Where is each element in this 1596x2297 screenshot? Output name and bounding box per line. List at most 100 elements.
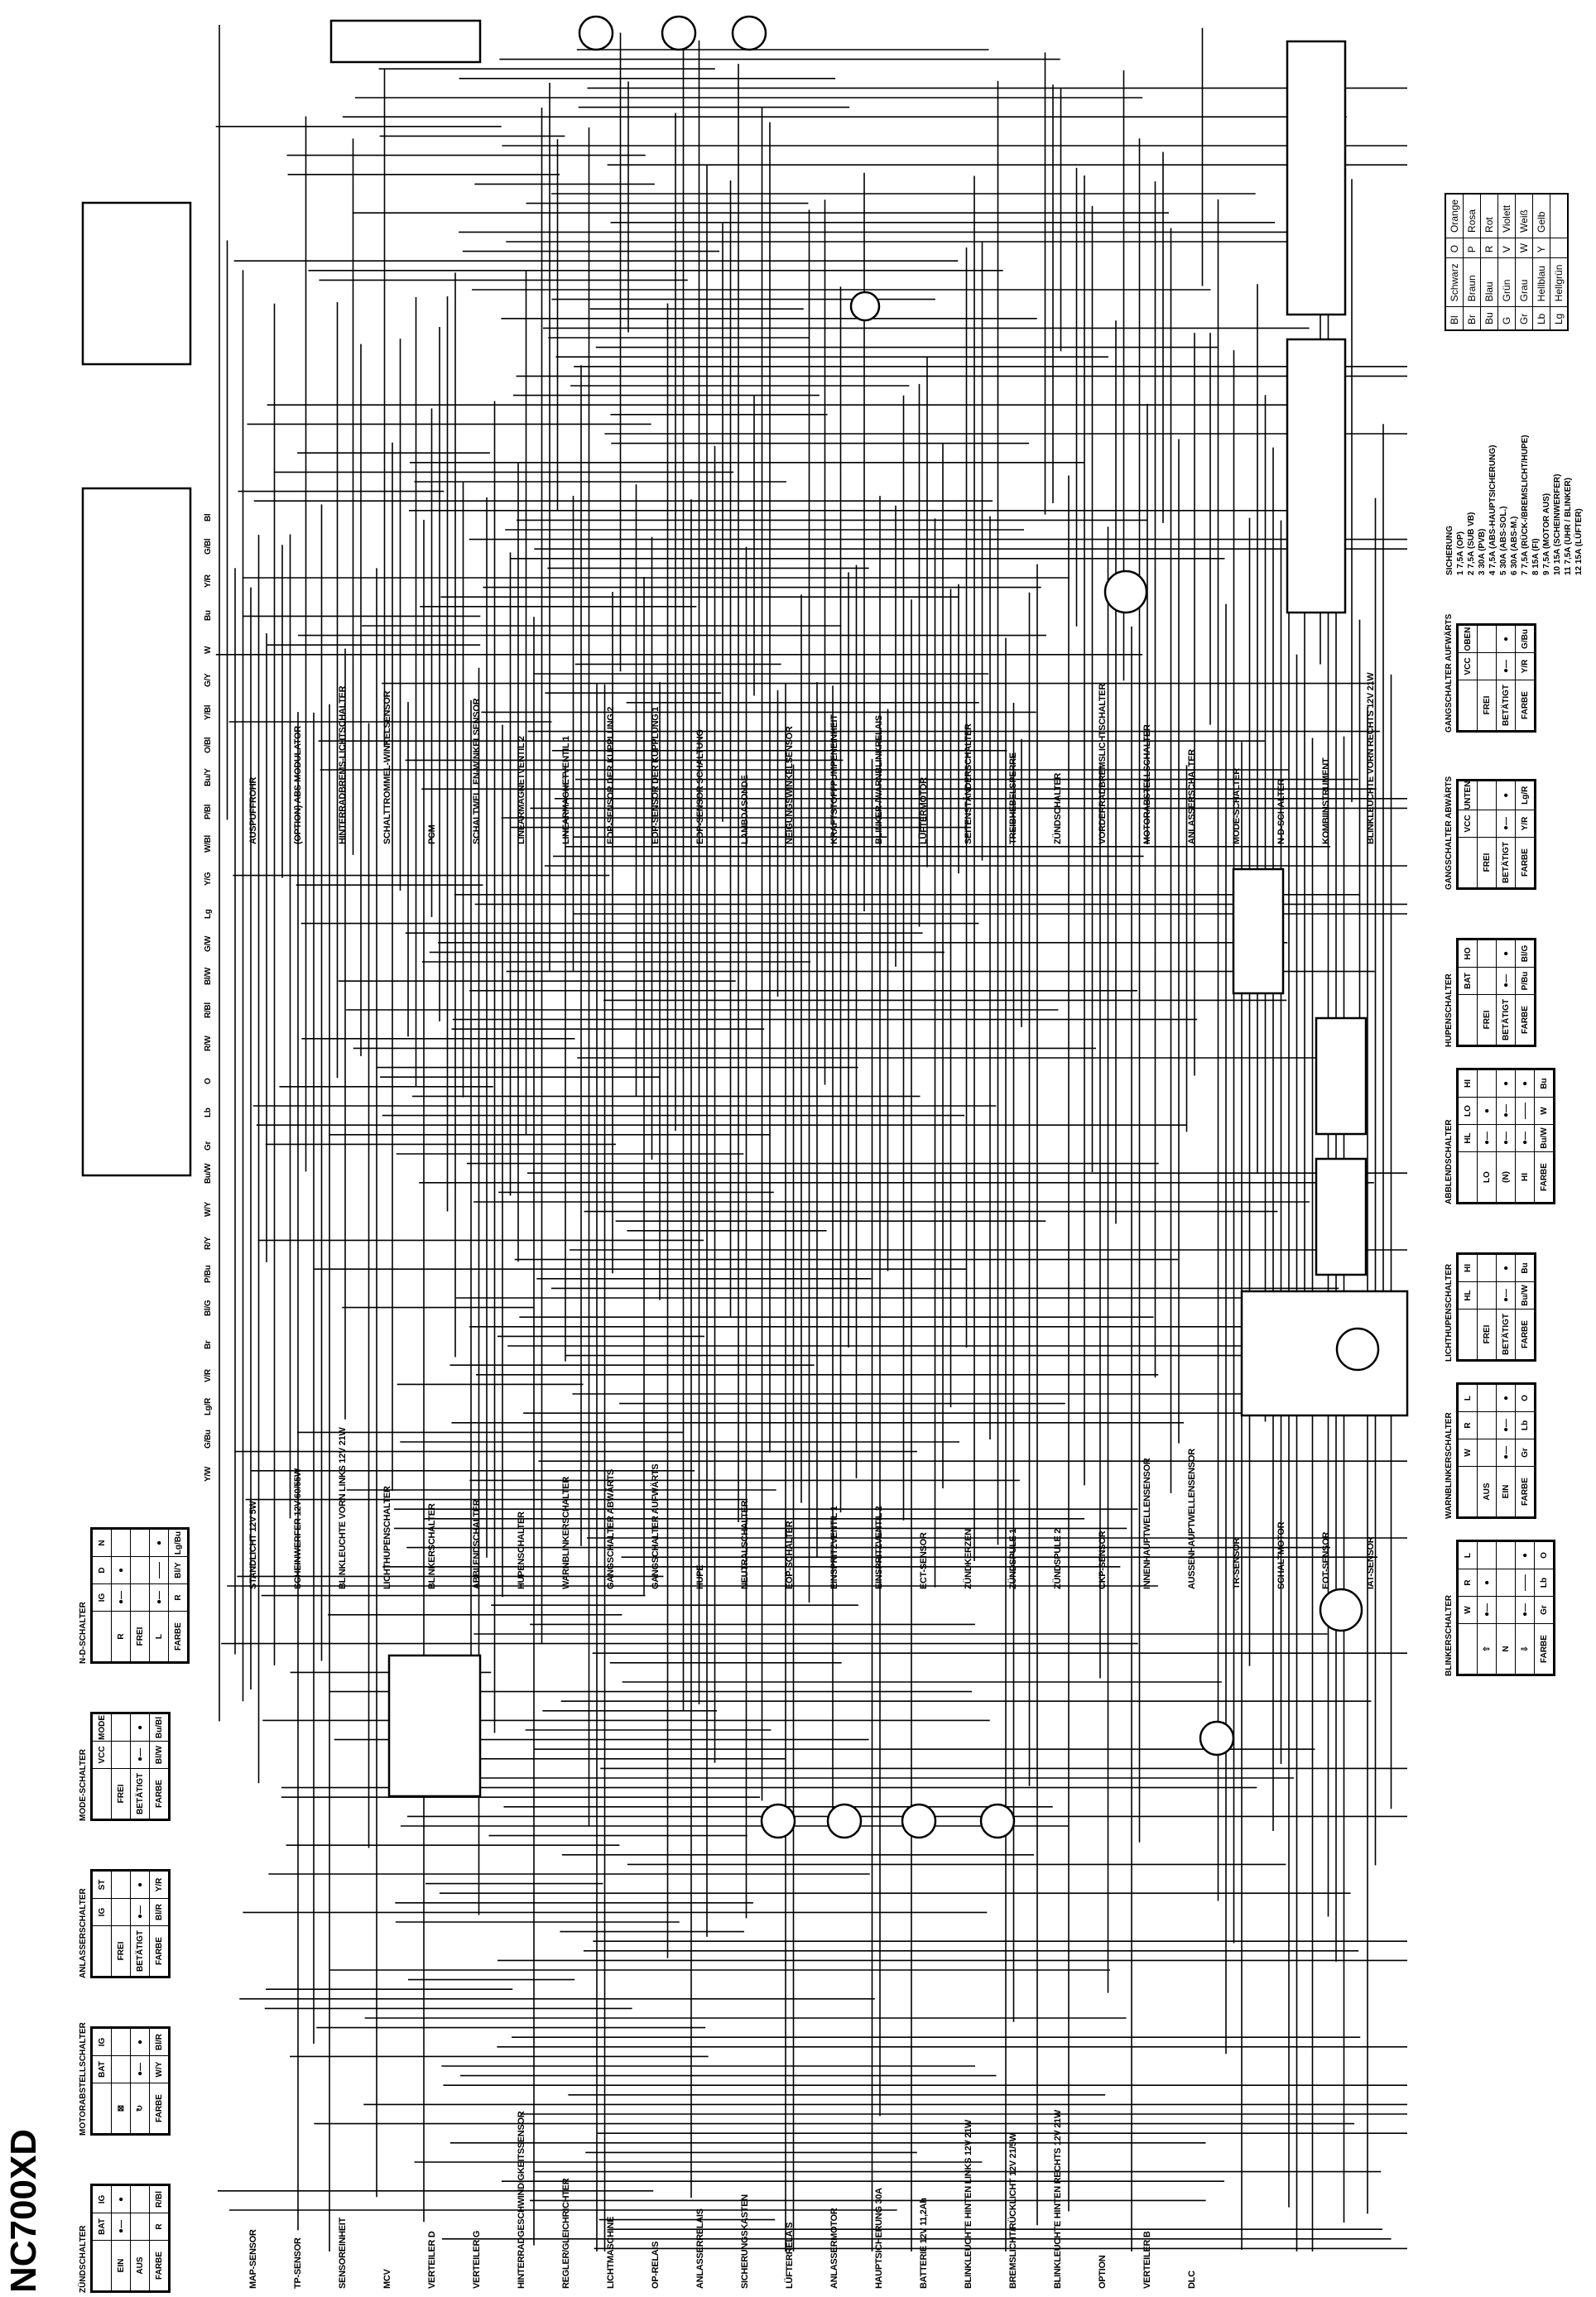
legend-name: Grau xyxy=(1515,257,1533,307)
switch-cell: W xyxy=(1534,1097,1555,1125)
abs-modulator-connector xyxy=(81,201,192,366)
component-label: INNENHAUPTWELLENSENSOR xyxy=(1142,1458,1152,1589)
switch-cell xyxy=(1477,652,1497,680)
alternator-icon xyxy=(1103,569,1148,614)
component-label: CKP-SENSOR xyxy=(1098,1531,1108,1589)
switch-cell: ● xyxy=(130,1870,150,1899)
meter-connector xyxy=(387,1654,482,1798)
switch-terminal xyxy=(91,1611,112,1663)
switch-cell: ●— xyxy=(1496,967,1516,995)
legend-code: Gr xyxy=(1515,306,1533,330)
wire-color-label: W/Y xyxy=(204,1202,213,1217)
switch-terminal: IG xyxy=(91,1583,112,1612)
switch-cell: R xyxy=(149,2213,170,2241)
switch-cell: W/Y xyxy=(149,2055,170,2083)
component-label: WARNBLINKERSCHALTER xyxy=(561,1477,571,1589)
component-label: HUPENSCHALTER xyxy=(517,1511,526,1589)
fuse-item: 2 7,5A (SUB VB) xyxy=(1467,512,1476,575)
component-label: ANLASSERMOTOR xyxy=(829,2208,839,2289)
switch-terminal: OBEN xyxy=(1457,624,1478,653)
switch-cell: BETÄTIGT xyxy=(130,1768,150,1820)
switch-cell: BETÄTIGT xyxy=(1496,837,1516,889)
switch-cell: ● xyxy=(1496,1253,1516,1282)
switch-cell: Y/R xyxy=(149,1870,170,1899)
switch-table-title: GANGSCHALTER AUFWÄRTS xyxy=(1445,613,1454,733)
bulb-icon xyxy=(901,1803,937,1839)
switch-terminal: N xyxy=(91,1528,112,1557)
switch-cell xyxy=(1477,1540,1497,1569)
fuse-box-lower xyxy=(1286,338,1347,614)
switch-cell: BETÄTIGT xyxy=(1496,994,1516,1046)
component-label: BATTERIE 12V 11,2Ah xyxy=(919,2198,929,2289)
wire-color-label: Y/R xyxy=(204,574,213,588)
component-label: ANLASSERRELAIS xyxy=(695,2208,705,2289)
legend-code: Br xyxy=(1463,306,1481,330)
component-label: LAMBDASONDE xyxy=(740,775,750,844)
switch-terminal: MODE xyxy=(91,1713,112,1742)
component-label: IAT-SENSOR xyxy=(1366,1536,1376,1589)
switch-cell: FARBE xyxy=(1515,994,1536,1046)
legend-code: G xyxy=(1497,306,1516,330)
switch-terminal xyxy=(1457,994,1478,1046)
component-label: EINSPRITZVENTIL 1 xyxy=(829,1506,839,1589)
switch-cell: ● xyxy=(1515,1540,1535,1569)
component-label: BLINKLEUCHTE VORN LINKS 12V 21W xyxy=(338,1427,348,1589)
component-label: VORDERRADBREMSLICHTSCHALTER xyxy=(1098,684,1108,844)
switch-cell: Lg/R xyxy=(1515,780,1536,810)
wire-color-label: P/Bu xyxy=(204,1265,213,1283)
switch-cell: ●— xyxy=(111,1583,131,1612)
wire-color-label: Lg/R xyxy=(204,1397,213,1415)
ckp-rotor-icon xyxy=(1319,1588,1363,1632)
switch-cell: ● xyxy=(1496,1383,1516,1412)
switch-table-title: BLINKERSCHALTER xyxy=(1445,1594,1454,1676)
switch-cell: ● xyxy=(1496,624,1516,653)
wire-color-label: Br xyxy=(204,1340,213,1349)
fuse-item: 1 7,5A (OP) xyxy=(1456,531,1465,575)
wire-color-label: Gr xyxy=(204,1141,213,1151)
switch-cell: —— xyxy=(149,1556,169,1584)
switch-cell: L xyxy=(149,1611,169,1663)
component-label: N-D-SCHALTER xyxy=(1276,779,1286,844)
switch-cell: O xyxy=(1515,1383,1536,1412)
component-label: AUSSENHAUPTWELLENSENSOR xyxy=(1187,1449,1197,1589)
switch-terminal: IG xyxy=(91,2027,112,2056)
switch-cell xyxy=(111,1741,131,1769)
switch-table-title: N-D-SCHALTER xyxy=(79,1602,88,1664)
switch-terminal: HL xyxy=(1457,1281,1478,1309)
switch-cell: R/Bl xyxy=(149,2184,170,2213)
switch-cell xyxy=(130,2213,150,2241)
switch-cell: ↻ xyxy=(130,2083,150,2135)
horn-icon xyxy=(1199,1720,1235,1756)
switch-cell: ●— xyxy=(1496,1124,1516,1152)
switch-cell: ● xyxy=(1496,939,1516,968)
component-label: OPTION xyxy=(1098,2255,1108,2289)
fuse-item: 9 7,5A (MOTOR AUS) xyxy=(1542,493,1551,575)
switch-cell: ●— xyxy=(1477,1596,1497,1624)
legend-code2: O xyxy=(1445,238,1464,258)
component-label: KRAFTSTOFFPUMPENEINHEIT xyxy=(829,714,839,844)
switch-cell xyxy=(111,1870,131,1899)
switch-table-title: GANGSCHALTER ABWÄRTS xyxy=(1445,776,1454,890)
switch-cell: Lg/Bu xyxy=(168,1528,189,1557)
switch-cell: ●— xyxy=(1496,1439,1516,1467)
wire-color-label: Bu/W xyxy=(204,1163,213,1184)
legend-code2: R xyxy=(1480,238,1498,258)
component-label: ZÜNDKERZEN xyxy=(964,1529,973,1589)
component-label: GANGSCHALTER ABWÄRTS xyxy=(606,1469,616,1589)
switch-cell: ● xyxy=(149,1528,169,1557)
switch-cell: Gr xyxy=(1534,1596,1555,1624)
fuse-heading: SICHERUNG xyxy=(1445,525,1454,575)
switch-cell: FARBE xyxy=(149,1768,170,1820)
switch-cell: —— xyxy=(1515,1097,1535,1125)
switch-cell: FREI xyxy=(111,1768,131,1820)
switch-terminal: HI xyxy=(1457,1253,1478,1282)
switch-cell: FREI xyxy=(1477,837,1497,889)
switch-cell xyxy=(1477,1411,1497,1439)
junction-d-upper xyxy=(1315,1016,1368,1136)
switch-terminal: W xyxy=(1457,1596,1478,1624)
wire-color-label: W xyxy=(204,646,213,654)
